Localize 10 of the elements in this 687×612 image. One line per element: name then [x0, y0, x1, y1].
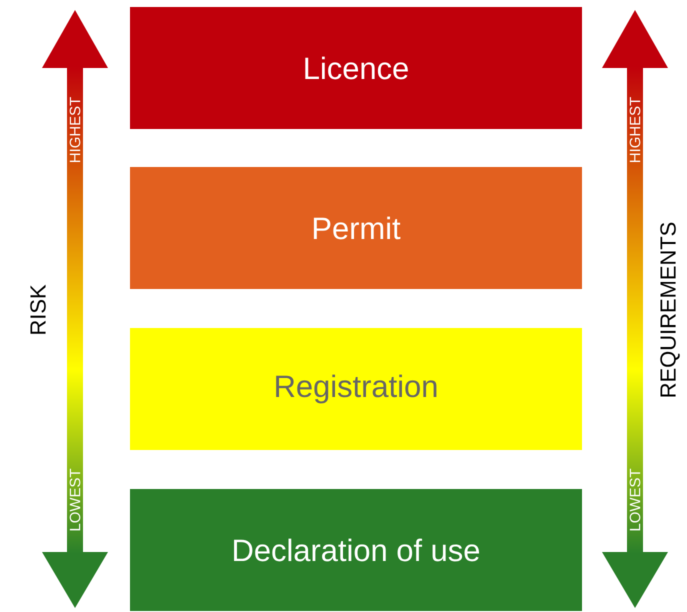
- level-box: Permit: [130, 167, 582, 289]
- arrow-label: LOWEST: [630, 468, 640, 530]
- axis-label: RISK: [30, 284, 46, 334]
- level-box: Registration: [130, 328, 582, 450]
- arrow-label: LOWEST: [70, 468, 80, 530]
- arrow-label: HIGHEST: [70, 97, 80, 162]
- level-box: Declaration of use: [130, 489, 582, 611]
- arrow-label: HIGHEST: [630, 97, 640, 162]
- level-box: Licence: [130, 7, 582, 129]
- axis-label: REQUIREMENTS: [660, 222, 680, 396]
